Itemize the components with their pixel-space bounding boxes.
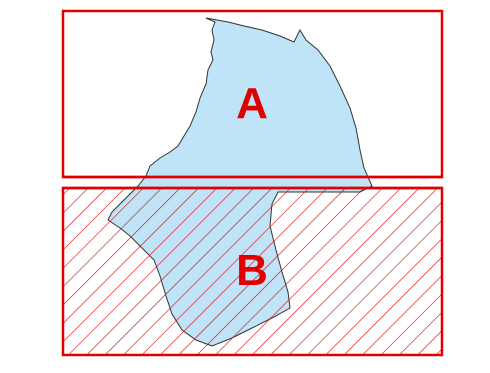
region-b-hatch [63,188,442,355]
region-b-frame [61,186,444,357]
region-b-label: B [236,246,268,295]
region-a-label: A [236,79,268,128]
